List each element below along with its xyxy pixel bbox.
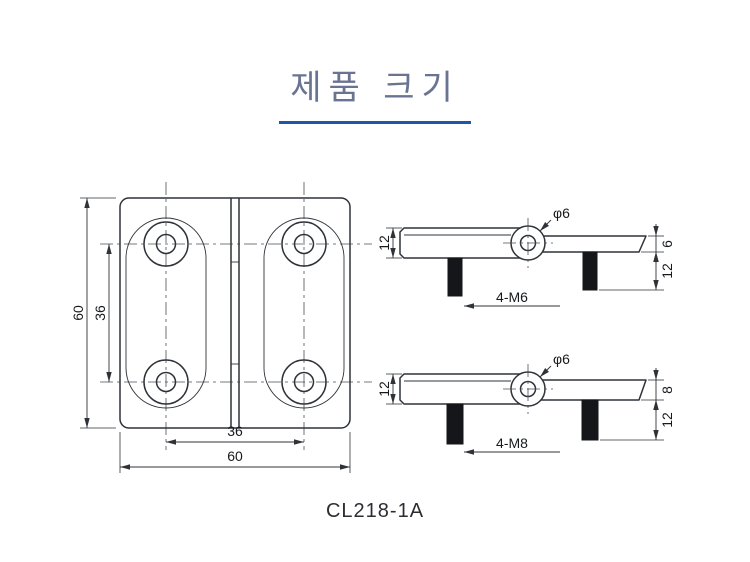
- screw-boss-top-right: [281, 221, 327, 267]
- hinge-front-view: 60 36 36 60: [70, 182, 372, 473]
- hole-diameter-text-m6: φ6: [553, 205, 570, 221]
- dim-height-inner: 36: [92, 244, 112, 382]
- dim-leaf-thickness-m8: 8: [641, 368, 675, 412]
- hole-diameter-label-m8: φ6: [539, 351, 570, 378]
- dim-text-width-inner: 36: [227, 423, 243, 439]
- dim-stud-length-m8: 12: [600, 400, 675, 441]
- dim-stud-length-m6: 12: [599, 252, 675, 291]
- dim-text-plate-thickness-m8: 12: [376, 381, 392, 397]
- technical-drawing: 60 36 36 60: [70, 182, 675, 473]
- dim-text-stud-length-m6: 12: [659, 263, 675, 279]
- dim-width-outer: 60: [119, 432, 351, 473]
- thread-label-m8: 4-M8: [464, 435, 560, 455]
- stud-right-m8: [581, 399, 599, 441]
- side-view-m8: φ6 12 8 12 4-: [376, 351, 675, 455]
- screw-boss-bottom-left: [143, 359, 189, 405]
- dim-plate-thickness-m6: 12: [376, 227, 402, 259]
- screw-boss-bottom-right: [281, 359, 327, 405]
- screw-boss-top-left: [143, 221, 189, 267]
- model-caption: CL218-1A: [325, 500, 425, 522]
- dim-text-leaf-thickness-m8: 8: [659, 386, 675, 394]
- page-title: 제품 크기: [290, 69, 460, 107]
- dim-plate-thickness-m8: 12: [376, 373, 402, 405]
- thread-text-m8: 4-M8: [496, 435, 528, 451]
- stud-left-m8: [446, 403, 464, 445]
- dim-text-stud-length-m8: 12: [659, 412, 675, 428]
- title-underline: [279, 121, 471, 124]
- dim-height-outer: 60: [70, 197, 116, 429]
- stud-right-m6: [582, 251, 598, 291]
- right-leaf-pad: [263, 217, 345, 409]
- stud-left-m6: [447, 257, 463, 297]
- dim-text-height-inner: 36: [92, 305, 108, 321]
- hole-diameter-text-m8: φ6: [553, 351, 570, 367]
- side-view-m6: φ6 12 6 12 4-: [376, 205, 675, 309]
- dim-text-plate-thickness-m6: 12: [376, 235, 392, 251]
- dim-text-height-outer: 60: [70, 305, 86, 321]
- hole-diameter-label-m6: φ6: [539, 205, 570, 232]
- left-leaf-pad: [125, 217, 207, 409]
- thread-text-m6: 4-M6: [496, 289, 528, 305]
- hinge-plate-outline: [119, 197, 351, 429]
- dim-leaf-thickness-m6: 6: [641, 224, 675, 264]
- dim-width-inner: 36: [166, 423, 304, 445]
- dim-text-width-outer: 60: [227, 448, 243, 464]
- dim-text-leaf-thickness-m6: 6: [659, 240, 675, 248]
- thread-label-m6: 4-M6: [464, 289, 560, 309]
